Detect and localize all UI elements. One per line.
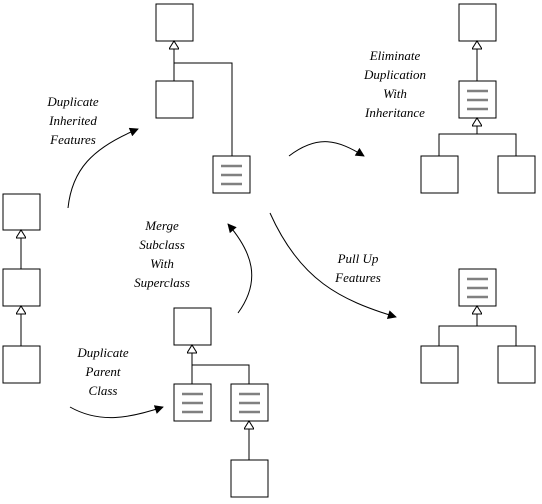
class-box xyxy=(497,345,536,384)
class-box xyxy=(420,155,459,194)
inheritance-link xyxy=(438,325,517,346)
class-box xyxy=(173,307,212,346)
class-box xyxy=(2,193,41,231)
arrow-to-duplicate-parent xyxy=(69,405,164,419)
inheritance-link xyxy=(192,364,250,384)
caption-merge-subclass: Merge Subclass With Superclass xyxy=(134,218,190,290)
arrow-to-eliminate-duplication xyxy=(288,141,365,157)
caption-eliminate-duplication: Eliminate Duplication With Inheritance xyxy=(363,48,427,120)
caption-pull-up-features: Pull Up Features xyxy=(335,251,381,285)
feature-lines-icon xyxy=(467,277,488,299)
feature-lines-icon xyxy=(467,89,488,111)
class-box xyxy=(155,80,194,119)
class-box xyxy=(155,3,194,42)
arrow-to-inherited-features xyxy=(67,127,139,209)
eliminate-duplication-group xyxy=(420,3,536,194)
class-box xyxy=(230,459,269,498)
class-box xyxy=(420,345,459,384)
caption-duplicate-parent-class: Duplicate Parent Class xyxy=(77,345,129,398)
caption-duplicate-inherited-features: Duplicate Inherited Features xyxy=(47,94,99,147)
inheritance-link xyxy=(174,62,233,156)
duplicate-parent-group xyxy=(173,307,269,498)
inherited-features-group xyxy=(155,3,251,194)
arrow-to-merge-subclass xyxy=(227,223,253,314)
feature-lines-icon xyxy=(182,392,203,414)
class-box xyxy=(458,3,497,42)
class-box xyxy=(2,345,41,384)
pull-up-features-group xyxy=(420,268,536,384)
class-box xyxy=(497,155,536,194)
feature-lines-icon xyxy=(239,392,260,414)
class-box xyxy=(2,268,41,307)
feature-lines-icon xyxy=(221,164,242,186)
arrow-to-pull-up-features xyxy=(269,212,397,319)
left-chain xyxy=(2,193,41,384)
inheritance-link xyxy=(438,133,517,156)
